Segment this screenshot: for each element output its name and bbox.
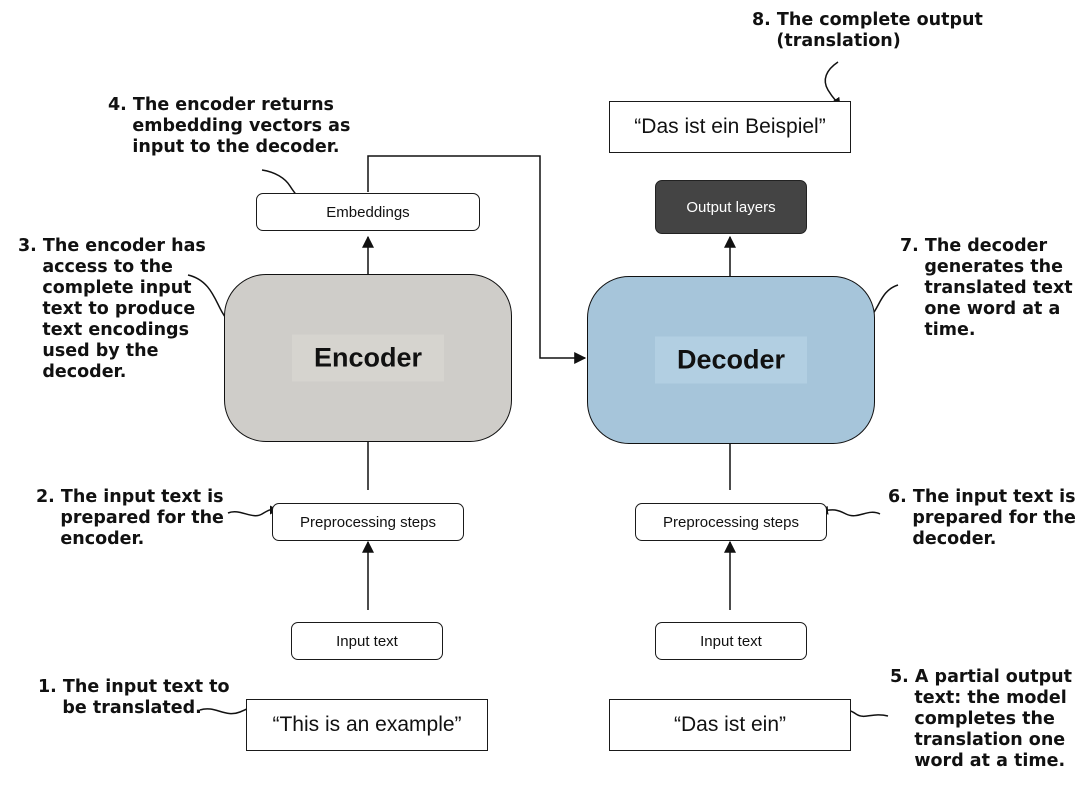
input-text-box-decoder: Input text xyxy=(655,622,807,660)
encoder-label: Encoder xyxy=(291,334,445,382)
output-layers-label: Output layers xyxy=(686,198,776,216)
encoder-block: Encoder xyxy=(224,274,512,442)
source-sentence-text: “This is an example” xyxy=(272,713,462,736)
decoder-label: Decoder xyxy=(654,336,808,384)
partial-output-box: “Das ist ein” xyxy=(609,699,851,751)
annotation-8: 8. The complete output (translation) xyxy=(752,10,983,51)
input-text-label-encoder: Input text xyxy=(336,632,398,650)
source-sentence-box: “This is an example” xyxy=(246,699,488,751)
leader-a2 xyxy=(227,505,279,517)
complete-output-text: “Das ist ein Beispiel” xyxy=(634,115,826,138)
preprocessing-label-decoder: Preprocessing steps xyxy=(663,513,799,531)
annotation-5: 5. A partial output text: the model comp… xyxy=(890,667,1072,771)
annotation-1: 1. The input text to be translated. xyxy=(38,677,230,718)
annotation-4: 4. The encoder returns embedding vectors… xyxy=(108,95,351,157)
annotation-6: 6. The input text is prepared for the de… xyxy=(888,487,1076,549)
annotation-7: 7. The decoder generates the translated … xyxy=(900,236,1073,340)
annotation-3: 3. The encoder has access to the complet… xyxy=(18,236,206,382)
annotation-2: 2. The input text is prepared for the en… xyxy=(36,487,224,549)
preprocessing-label-encoder: Preprocessing steps xyxy=(300,513,436,531)
preprocessing-box-decoder: Preprocessing steps xyxy=(635,503,827,541)
input-text-label-decoder: Input text xyxy=(700,632,762,650)
decoder-block: Decoder xyxy=(587,276,875,444)
leader-a6 xyxy=(819,505,881,517)
partial-output-text: “Das ist ein” xyxy=(673,713,787,736)
complete-output-box: “Das ist ein Beispiel” xyxy=(609,101,851,153)
embeddings-label: Embeddings xyxy=(326,203,410,221)
leader-a8 xyxy=(824,61,841,107)
arrow-embeddings-to-decoder xyxy=(367,155,587,364)
embeddings-box: Embeddings xyxy=(256,193,480,231)
preprocessing-box-encoder: Preprocessing steps xyxy=(272,503,464,541)
output-layers-box: Output layers xyxy=(655,180,807,234)
input-text-box-encoder: Input text xyxy=(291,622,443,660)
